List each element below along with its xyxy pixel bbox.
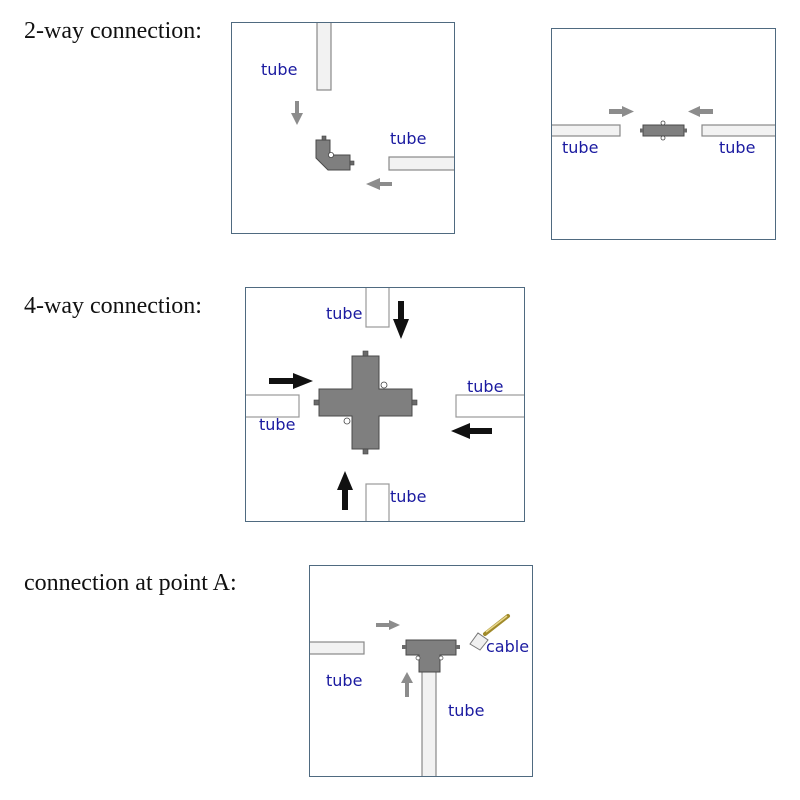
left-tube xyxy=(552,124,621,137)
tee-diagram: cable tube tube xyxy=(310,614,529,776)
two-way-heading: 2-way connection: xyxy=(24,18,202,44)
two-way-straight-panel: tube tube xyxy=(551,28,776,240)
cross-connector xyxy=(313,350,418,455)
tee-connector xyxy=(402,639,460,673)
vertical-tube xyxy=(316,23,332,91)
elbow-connector xyxy=(315,135,355,171)
left-arrow-icon xyxy=(688,106,713,117)
right-arrow-icon xyxy=(609,106,634,117)
point-a-heading: connection at point A: xyxy=(24,570,237,596)
tube-label: tube xyxy=(390,487,426,506)
tube-label: tube xyxy=(562,138,598,157)
bottom-tube xyxy=(365,483,390,521)
right-tube xyxy=(701,124,775,137)
tube-label: tube xyxy=(326,304,362,323)
vertical-tube xyxy=(421,670,437,776)
left-arrow-icon xyxy=(451,423,492,439)
tube-label: tube xyxy=(719,138,755,157)
up-arrow-icon xyxy=(401,672,413,697)
right-tube xyxy=(455,394,524,418)
cable-label: cable xyxy=(486,637,529,656)
tube-label: tube xyxy=(448,701,484,720)
top-tube xyxy=(365,288,390,328)
tube-label: tube xyxy=(390,129,426,148)
tube-label: tube xyxy=(261,60,297,79)
tube-label: tube xyxy=(467,377,503,396)
tube-label: tube xyxy=(326,671,362,690)
cross-diagram: tube tube tube tube xyxy=(246,288,524,521)
right-arrow-icon xyxy=(269,373,313,389)
left-arrow-icon xyxy=(366,178,392,190)
straight-connector xyxy=(640,120,687,141)
left-tube xyxy=(246,394,300,418)
down-arrow-icon xyxy=(291,101,303,125)
straight-diagram: tube tube xyxy=(552,106,775,157)
horizontal-tube xyxy=(388,156,454,171)
cable-icon xyxy=(469,614,510,651)
up-arrow-icon xyxy=(337,471,353,510)
four-way-heading: 4-way connection: xyxy=(24,293,202,319)
tube-label: tube xyxy=(259,415,295,434)
elbow-diagram: tube tube xyxy=(261,23,454,190)
four-way-panel: tube tube tube tube xyxy=(245,287,525,522)
two-way-elbow-panel: tube tube xyxy=(231,22,455,234)
down-arrow-icon xyxy=(393,301,409,339)
point-a-panel: cable tube tube xyxy=(309,565,533,777)
horizontal-tube xyxy=(310,641,365,655)
right-arrow-icon xyxy=(376,620,400,630)
